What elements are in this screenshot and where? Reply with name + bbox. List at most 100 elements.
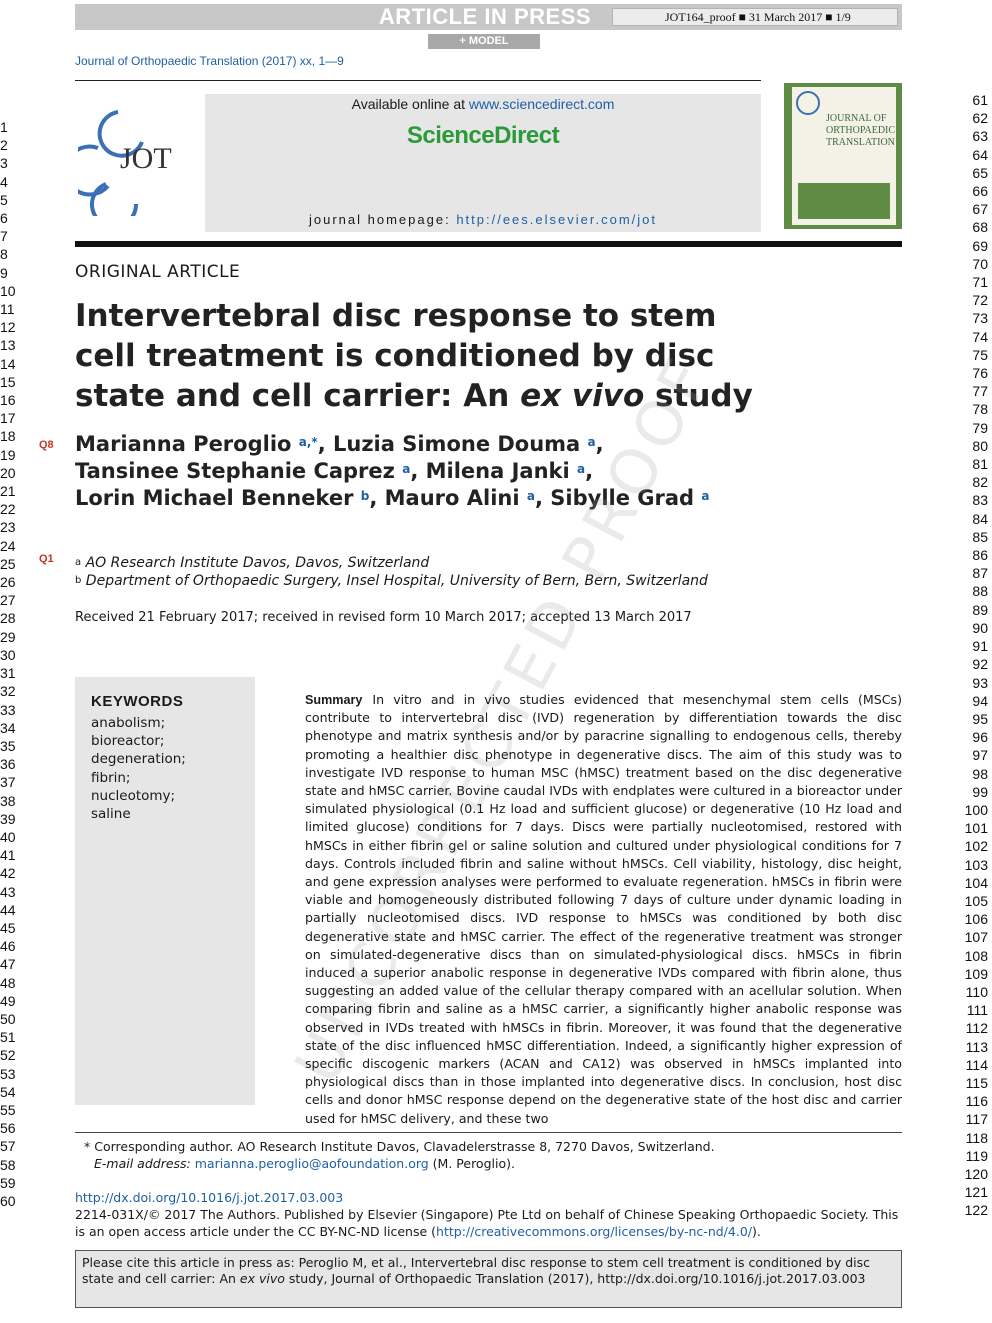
citation-box: Please cite this article in press as: Pe… bbox=[75, 1250, 902, 1308]
line-number: 60 bbox=[0, 1192, 16, 1209]
line-number: 71 bbox=[972, 274, 988, 291]
affiliations: a AO Research Institute Davos, Davos, Sw… bbox=[75, 554, 708, 590]
line-number: 89 bbox=[972, 601, 988, 618]
line-number: 88 bbox=[972, 583, 988, 600]
affiliation-marker[interactable]: a bbox=[402, 462, 411, 476]
line-number: 8 bbox=[0, 246, 8, 263]
line-number: 85 bbox=[972, 528, 988, 545]
line-number: 16 bbox=[0, 392, 16, 409]
line-number: 112 bbox=[965, 1020, 988, 1037]
line-number: 55 bbox=[0, 1101, 16, 1118]
line-number: 97 bbox=[972, 747, 988, 764]
sciencedirect-logo[interactable]: ScienceDirect bbox=[406, 122, 560, 149]
journal-homepage: journal homepage: http://ees.elsevier.co… bbox=[309, 212, 657, 227]
line-number: 43 bbox=[0, 883, 16, 900]
line-number: 63 bbox=[972, 128, 988, 145]
line-number: 69 bbox=[972, 237, 988, 254]
line-number: 98 bbox=[972, 765, 988, 782]
keywords-heading: KEYWORDS bbox=[91, 693, 184, 710]
line-number: 118 bbox=[965, 1129, 988, 1146]
line-number: 42 bbox=[0, 865, 16, 882]
cover-band bbox=[798, 183, 890, 219]
footnote-rule bbox=[75, 1132, 902, 1133]
line-number: 30 bbox=[0, 646, 16, 663]
keyword-item: bioreactor; bbox=[91, 733, 165, 750]
line-number: 39 bbox=[0, 810, 16, 827]
line-number: 29 bbox=[0, 628, 16, 645]
line-number: 24 bbox=[0, 537, 16, 554]
line-number: 18 bbox=[0, 428, 16, 445]
line-number: 2 bbox=[0, 137, 8, 154]
line-number: 40 bbox=[0, 828, 16, 845]
line-number: 121 bbox=[964, 1184, 988, 1201]
line-number: 19 bbox=[0, 446, 16, 463]
line-number: 47 bbox=[0, 956, 16, 973]
available-online: Available online at www.sciencedirect.co… bbox=[351, 96, 615, 112]
line-number: 74 bbox=[972, 328, 988, 345]
author-name: Milena Janki bbox=[425, 459, 570, 483]
journal-cover[interactable]: JOURNAL OF ORTHOPAEDIC TRANSLATION bbox=[784, 83, 902, 229]
line-number: 33 bbox=[0, 701, 16, 718]
line-number: 59 bbox=[0, 1174, 16, 1191]
author-list: Marianna Peroglio a,*, Luzia Simone Doum… bbox=[75, 432, 710, 510]
sciencedirect-link[interactable]: www.sciencedirect.com bbox=[468, 96, 615, 112]
line-number: 9 bbox=[0, 264, 8, 281]
line-number: 10 bbox=[0, 282, 16, 299]
line-number: 80 bbox=[972, 437, 988, 454]
query-marker-q8[interactable]: Q8 bbox=[39, 439, 54, 451]
line-number: 36 bbox=[0, 756, 16, 773]
line-number: 100 bbox=[964, 801, 988, 818]
homepage-link[interactable]: http://ees.elsevier.com/jot bbox=[456, 212, 657, 227]
cover-emblem-icon bbox=[796, 91, 820, 115]
jot-logo-icon: JOT bbox=[78, 110, 172, 216]
line-number: 106 bbox=[964, 911, 988, 928]
line-number: 1 bbox=[0, 119, 8, 135]
affiliation-marker[interactable]: a bbox=[577, 462, 586, 476]
line-number: 11 bbox=[0, 301, 15, 318]
line-number: 46 bbox=[0, 938, 16, 955]
line-number: 64 bbox=[972, 146, 988, 163]
journal-reference-link[interactable]: Journal of Orthopaedic Translation (2017… bbox=[75, 54, 344, 68]
article-in-press-label: ARTICLE IN PRESS bbox=[378, 4, 592, 29]
line-number: 117 bbox=[965, 1111, 988, 1128]
line-number: 72 bbox=[972, 292, 988, 309]
header-divider bbox=[75, 80, 761, 81]
article-type: ORIGINAL ARTICLE bbox=[75, 262, 241, 282]
affiliation-marker[interactable]: b bbox=[360, 489, 370, 503]
line-number: 91 bbox=[972, 638, 988, 655]
line-number: 4 bbox=[0, 173, 8, 190]
line-number: 84 bbox=[972, 510, 988, 527]
line-number: 81 bbox=[972, 456, 988, 473]
line-number: 5 bbox=[0, 191, 8, 208]
affiliation-marker[interactable]: a bbox=[701, 489, 710, 503]
received-dates: Received 21 February 2017; received in r… bbox=[75, 610, 692, 625]
line-number: 87 bbox=[972, 565, 988, 582]
line-number: 66 bbox=[972, 183, 988, 200]
line-number: 44 bbox=[0, 901, 16, 918]
copyright-notice: 2214-031X/© 2017 The Authors. Published … bbox=[75, 1207, 899, 1239]
author-name: Mauro Alini bbox=[384, 486, 520, 510]
line-number: 102 bbox=[964, 838, 988, 855]
affiliation-item: a AO Research Institute Davos, Davos, Sw… bbox=[75, 555, 430, 571]
line-number: 62 bbox=[972, 110, 988, 127]
line-number: 94 bbox=[972, 692, 988, 709]
abstract-heading: Summary bbox=[305, 693, 363, 707]
affiliation-marker[interactable]: a bbox=[526, 489, 535, 503]
line-number: 111 bbox=[966, 1002, 988, 1019]
email-link[interactable]: marianna.peroglio@aofoundation.org bbox=[194, 1156, 429, 1171]
line-number: 7 bbox=[0, 228, 8, 245]
svg-text:JOT: JOT bbox=[120, 142, 172, 175]
line-number: 17 bbox=[0, 410, 16, 427]
affiliation-marker[interactable]: a,* bbox=[298, 435, 318, 449]
license-link[interactable]: http://creativecommons.org/licenses/by-n… bbox=[436, 1224, 752, 1239]
doi-link[interactable]: http://dx.doi.org/10.1016/j.jot.2017.03.… bbox=[75, 1190, 344, 1205]
line-number: 22 bbox=[0, 501, 16, 518]
line-number: 6 bbox=[0, 210, 8, 227]
query-marker-q1[interactable]: Q1 bbox=[39, 553, 54, 565]
affiliation-marker[interactable]: a bbox=[587, 435, 596, 449]
line-number: 34 bbox=[0, 719, 16, 736]
line-number: 56 bbox=[0, 1120, 16, 1137]
